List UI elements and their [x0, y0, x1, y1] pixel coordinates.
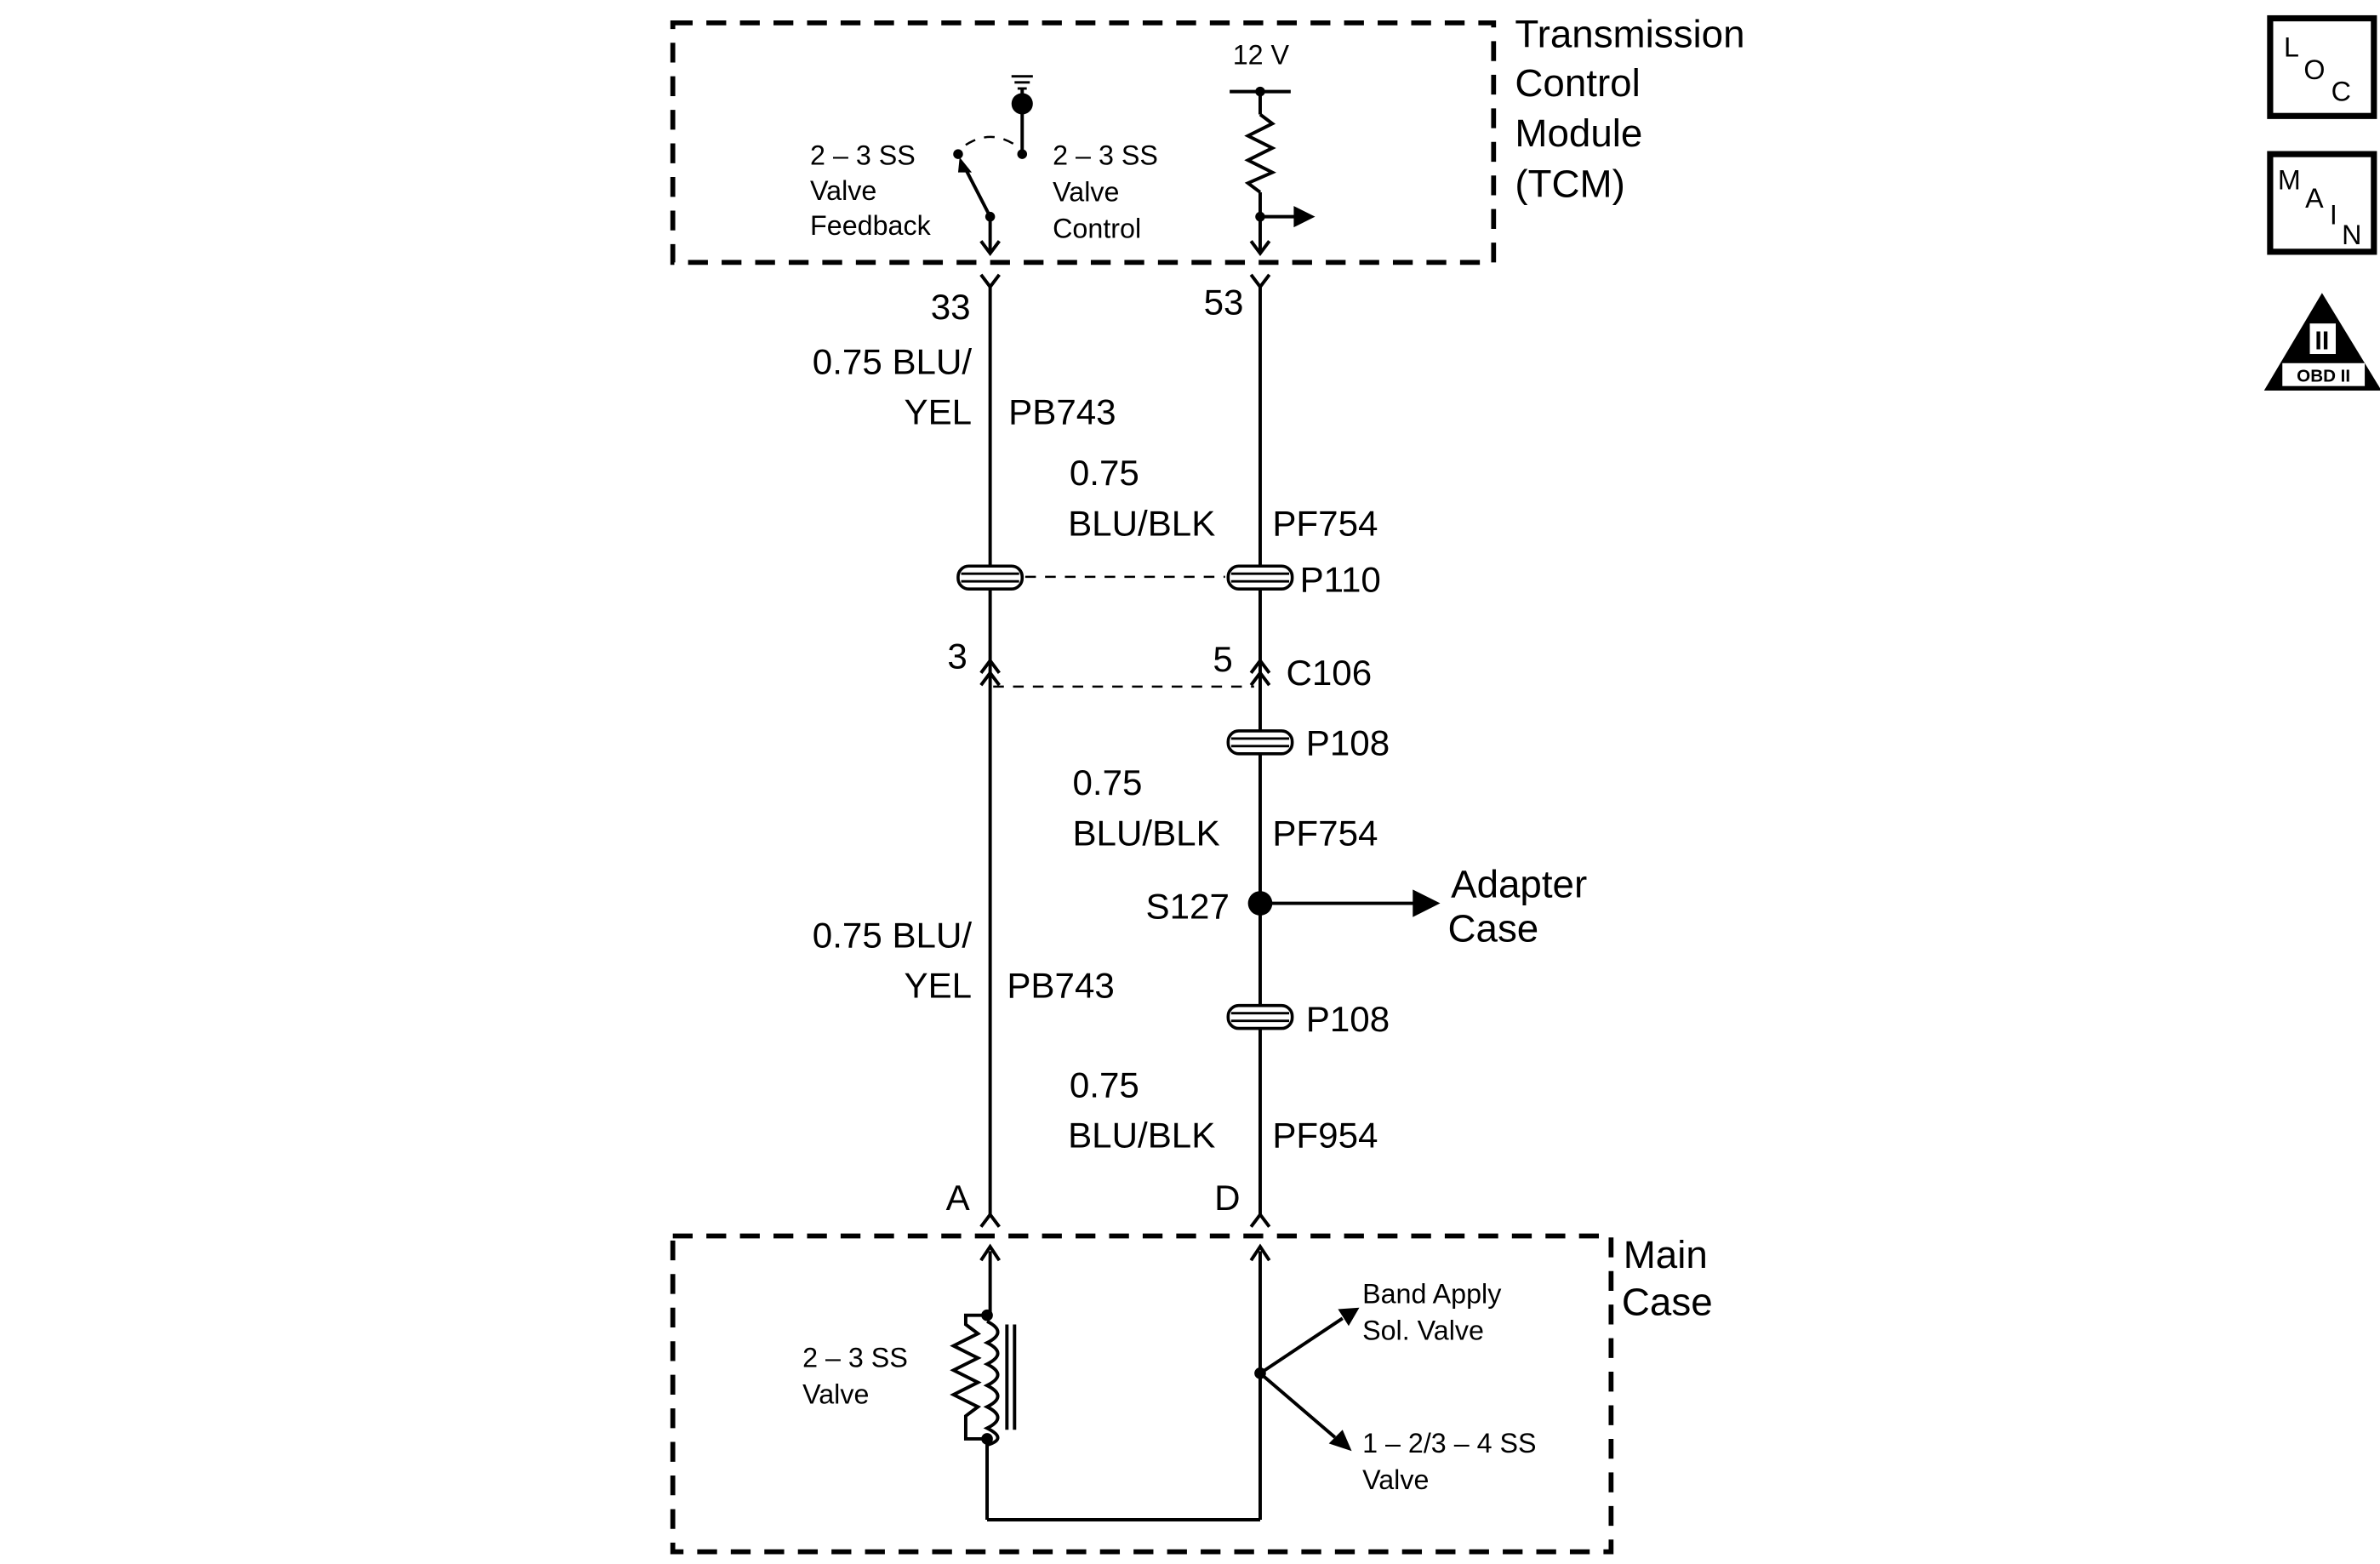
main-case-box: [670, 1233, 1614, 1555]
s127-label: S127: [1146, 886, 1230, 926]
tcm-ground-switch: [953, 75, 1033, 256]
main-letter-m: M: [2278, 164, 2301, 195]
ss14-valve-line-1: 1 – 2/3 – 4 SS: [1362, 1428, 1536, 1458]
right-upper-size: 0.75: [1070, 453, 1139, 493]
tcm-feedback-label: 2 – 3 SS Valve Feedback: [810, 140, 932, 241]
obd-text: OBD II: [2297, 366, 2350, 385]
loc-letter-o: O: [2303, 54, 2325, 85]
c106-label: C106: [1286, 653, 1372, 693]
feedback-label-line-3: Feedback: [810, 210, 932, 241]
adapter-case-line-1: Adapter: [1451, 862, 1587, 905]
c106-pin-3: 3: [947, 636, 967, 676]
obd-numeral: II: [2314, 327, 2329, 356]
main-case-title-line-1: Main: [1624, 1233, 1708, 1276]
p110-label: P110: [1300, 560, 1381, 600]
band-apply-line-1: Band Apply: [1362, 1278, 1502, 1309]
supply-label: 12 V: [1233, 39, 1290, 70]
ss-valve-label-line-2: Valve: [802, 1379, 869, 1410]
main-case-internals: [950, 1243, 1360, 1521]
band-apply-line-2: Sol. Valve: [1362, 1315, 1484, 1345]
feedback-label-line-2: Valve: [810, 175, 876, 206]
loc-symbol: L O C: [2267, 14, 2377, 119]
control-label-line-2: Valve: [1053, 177, 1119, 208]
right-mid-circuit: PF754: [1272, 813, 1378, 853]
p108-lower-grommet: [1226, 1003, 1294, 1030]
left-lower-circuit: PB743: [1007, 966, 1114, 1006]
right-mid-color: BLU/BLK: [1072, 813, 1219, 853]
c106-pin-5: 5: [1213, 639, 1232, 679]
c106-connector: [979, 658, 1271, 688]
tcm-supply-resistor: 12 V: [1230, 39, 1316, 256]
main-symbol: M A I N: [2267, 151, 2377, 255]
feedback-label-line-1: 2 – 3 SS: [810, 140, 916, 171]
tcm-pin-53: 53: [1204, 282, 1244, 322]
control-label-line-3: Control: [1053, 214, 1141, 244]
ss14-valve-line-2: Valve: [1362, 1464, 1429, 1495]
p110-grommet-left: [956, 564, 1024, 591]
tcm-title-line-4: (TCM): [1515, 162, 1624, 205]
p108-lower-label: P108: [1306, 999, 1390, 1039]
control-label-line-1: 2 – 3 SS: [1053, 140, 1158, 171]
tcm-title: Transmission Control Module (TCM): [1515, 13, 1744, 206]
tcm-pin-33: 33: [931, 287, 971, 327]
loc-letter-l: L: [2284, 31, 2299, 62]
left-upper-circuit: PB743: [1008, 391, 1116, 431]
p108-upper-label: P108: [1306, 723, 1390, 763]
right-upper-color: BLU/BLK: [1068, 503, 1215, 543]
s127-splice: [1247, 889, 1441, 917]
right-lower-size: 0.75: [1070, 1065, 1139, 1105]
right-lower-color: BLU/BLK: [1068, 1115, 1215, 1155]
tcm-title-line-2: Control: [1515, 61, 1640, 105]
right-lower-circuit: PF954: [1272, 1115, 1378, 1155]
left-lower-size: 0.75 BLU/: [813, 916, 973, 956]
right-upper-circuit: PF754: [1272, 503, 1378, 543]
adapter-case-line-2: Case: [1448, 906, 1539, 950]
obd-ii-symbol: II OBD II: [2263, 293, 2380, 391]
right-mid-size: 0.75: [1072, 762, 1142, 802]
main-letter-i: I: [2330, 200, 2337, 231]
left-upper-size: 0.75 BLU/: [813, 341, 973, 381]
main-case-pin-a: A: [946, 1178, 971, 1218]
main-case-title-line-2: Case: [1622, 1281, 1713, 1324]
tcm-title-line-1: Transmission: [1515, 13, 1744, 56]
tcm-control-label: 2 – 3 SS Valve Control: [1053, 140, 1158, 244]
tcm-box: [670, 20, 1497, 265]
main-letter-a: A: [2305, 183, 2324, 214]
left-upper-color: YEL: [904, 391, 972, 431]
left-wire: [979, 273, 1001, 1228]
tcm-title-line-3: Module: [1515, 111, 1642, 155]
left-lower-color: YEL: [904, 966, 972, 1006]
loc-letter-c: C: [2331, 76, 2351, 106]
ss-valve-label-line-1: 2 – 3 SS: [802, 1343, 908, 1373]
p108-upper-grommet: [1226, 729, 1294, 756]
p110-grommet-right: [1226, 564, 1294, 591]
main-case-pin-d: D: [1214, 1178, 1240, 1218]
main-letter-n: N: [2342, 220, 2361, 250]
